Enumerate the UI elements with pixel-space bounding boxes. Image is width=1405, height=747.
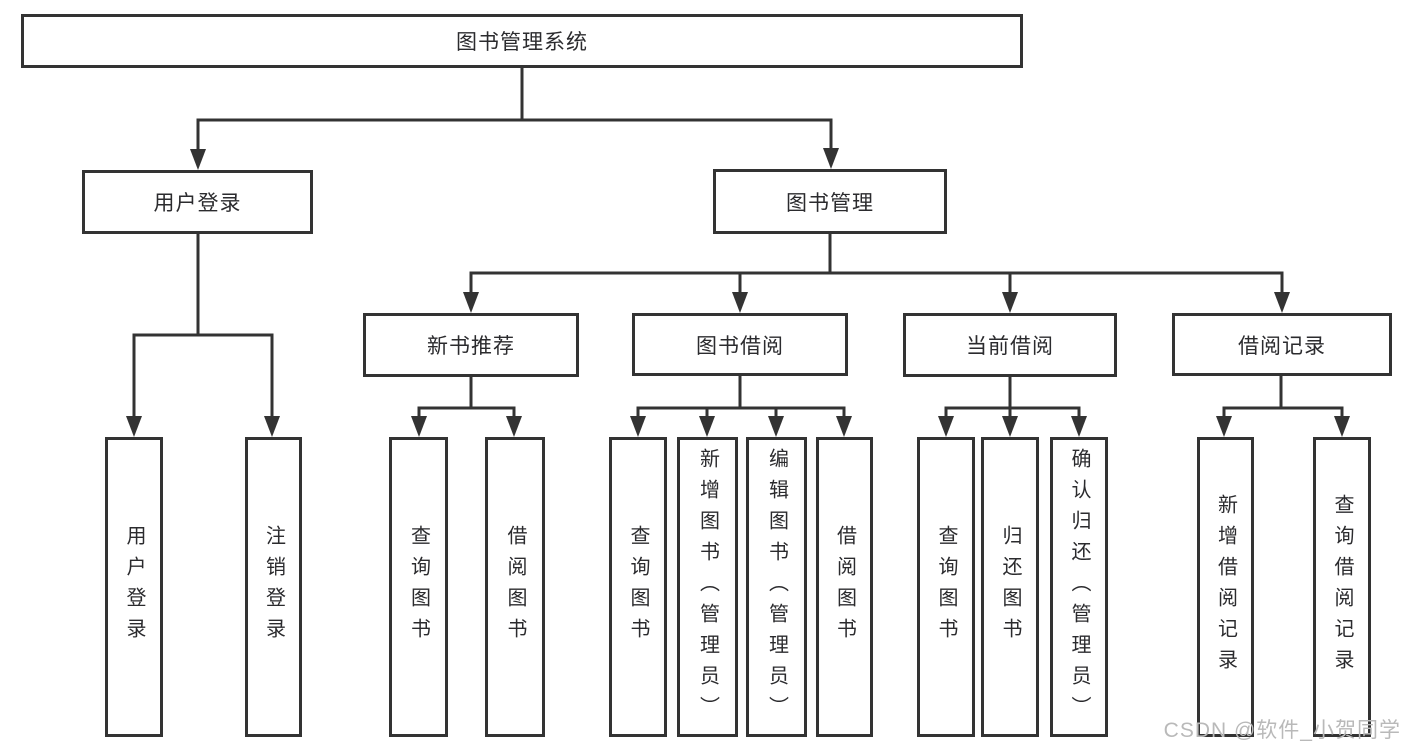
leaf-bb-borrow-books: 借阅图书	[816, 437, 873, 737]
node-book-management: 图书管理	[713, 169, 947, 234]
leaf-logout-login: 注销登录	[245, 437, 302, 737]
arrowheads	[126, 148, 1350, 437]
node-current-borrow: 当前借阅	[903, 313, 1117, 377]
leaf-cb-return-books: 归还图书	[981, 437, 1039, 737]
node-new-book-recommend: 新书推荐	[363, 313, 579, 377]
leaf-cb-query-books: 查询图书	[917, 437, 975, 737]
leaf-br-query-record: 查询借阅记录	[1313, 437, 1371, 737]
leaf-bb-add-books-admin: 新增图书（管理员）	[677, 437, 738, 737]
leaf-cb-confirm-return-admin: 确认归还（管理员）	[1050, 437, 1108, 737]
leaf-bb-query-books: 查询图书	[609, 437, 667, 737]
leaf-br-add-record: 新增借阅记录	[1197, 437, 1254, 737]
node-borrow-records: 借阅记录	[1172, 313, 1392, 376]
leaf-user-login: 用户登录	[105, 437, 163, 737]
leaf-nbr-query-books: 查询图书	[389, 437, 448, 737]
connector-lines	[132, 68, 1344, 419]
leaf-bb-edit-books-admin: 编辑图书（管理员）	[746, 437, 807, 737]
node-book-borrow: 图书借阅	[632, 313, 848, 376]
node-user-login: 用户登录	[82, 170, 313, 234]
leaf-nbr-borrow-books: 借阅图书	[485, 437, 545, 737]
csdn-watermark: CSDN @软件_小贺同学	[1163, 719, 1401, 742]
node-library-management-system: 图书管理系统	[21, 14, 1023, 68]
